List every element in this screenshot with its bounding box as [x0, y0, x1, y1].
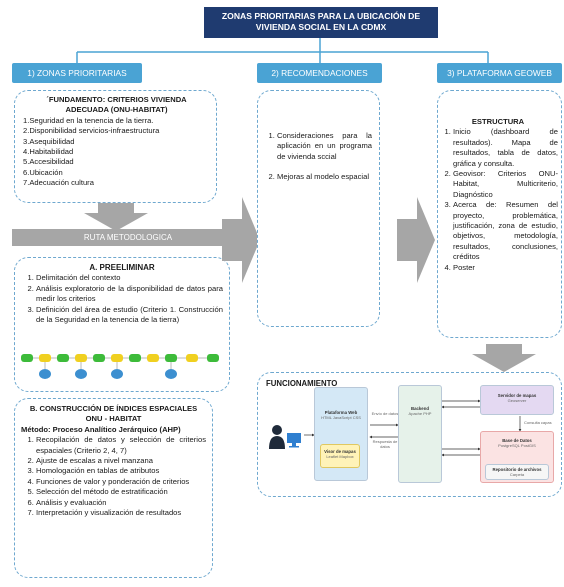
base-datos-label: Base de Datos — [502, 438, 532, 443]
estructura-item: Inicio (dashboard de resultados). Mapa d… — [453, 127, 558, 169]
servidor-mapas-box: Servidor de mapas Geoserver — [480, 385, 554, 415]
funcionamiento-title: FUNCIONAMIENTO — [266, 379, 338, 388]
down-arrow-icon — [472, 344, 536, 372]
recomendacion-item: Mejoras al modelo espacial — [277, 172, 372, 182]
backend-tech: Apache PHP — [408, 411, 432, 416]
down-arrow-icon — [84, 203, 148, 231]
ahp-flow-diagram — [21, 354, 219, 379]
construccion-item: Recopilación de datos y selección de cri… — [36, 435, 206, 456]
header-plataforma-geoweb: 3) PLATAFORMA GEOWEB — [437, 63, 562, 83]
construccion-title-1: B. CONSTRUCCIÓN DE ÍNDICES ESPACIALES — [29, 404, 198, 413]
construccion-item: Selección del método de estratificación — [36, 487, 206, 497]
label-consulta-capas: Consulta capas — [524, 420, 552, 425]
plataforma-web-box: Plataforma Web HTML JavaScript CSS Visor… — [314, 387, 368, 481]
label-respuesta-datos: Respuesta de datos — [372, 439, 398, 449]
fundamento-item: 5.Accesibilidad — [23, 157, 74, 167]
ruta-metodologica-bar: RUTA METODOLOGICA — [12, 229, 244, 246]
fundamento-item: 7.Adecuación cultura — [23, 178, 94, 188]
preeliminar-item: Definición del área de estudio (Criterio… — [36, 305, 223, 326]
header-recomendaciones: 2) RECOMENDACIONES — [257, 63, 382, 83]
title-line-2: VIVIENDA SOCIAL EN LA CDMX — [255, 22, 387, 32]
base-datos-tech: PostgreSQL PostGIS — [498, 443, 536, 448]
fundamento-item: 2.Disponibilidad servicios-infraestructu… — [23, 126, 160, 136]
construccion-item: Análisis y evaluación — [36, 498, 206, 508]
preeliminar-title: A. PREELIMINAR — [89, 263, 155, 272]
construccion-title-2: ONU - HABITAT — [85, 414, 142, 424]
recomendaciones-panel: Consideraciones para la aplicación en un… — [257, 90, 380, 327]
visor-mapas-box: Visor de mapas Leaflet Mapbox — [320, 444, 360, 468]
estructura-item: Acerca de: Resumen del proyecto, problem… — [453, 200, 558, 262]
visor-mapas-tech: Leaflet Mapbox — [326, 454, 354, 459]
construccion-method: Método: Proceso Analítico Jerárquico (AH… — [21, 424, 181, 434]
construccion-item: Ajuste de escalas a nivel manzana — [36, 456, 206, 466]
label-envio-datos: Envío de datos — [371, 411, 399, 416]
construccion-item: Homologación en tablas de atributos — [36, 466, 206, 476]
preeliminar-item: Análisis exploratorio de la disponibilid… — [36, 284, 223, 305]
construccion-item: Funciones de valor y ponderación de crit… — [36, 477, 206, 487]
page-title: ZONAS PRIORITARIAS PARA LA UBICACIÓN DE … — [204, 7, 438, 38]
header-zonas-prioritarias: 1) ZONAS PRIORITARIAS — [12, 63, 142, 83]
estructura-item: Poster — [453, 263, 558, 273]
right-arrow-icon — [397, 197, 435, 283]
estructura-panel: ESTRUCTURA Inicio (dashboard de resultad… — [437, 90, 562, 338]
repositorio-box: Repositorio de archivos Carpeta — [485, 464, 549, 480]
fundamento-item: 1.Seguridad en la tenencia de la tierra. — [23, 115, 154, 125]
preeliminar-item: Delimitación del contexto — [36, 273, 223, 283]
estructura-title: ESTRUCTURA — [471, 117, 525, 126]
fundamento-title-1: ´FUNDAMENTO: CRITERIOS VIVIENDA — [46, 95, 187, 104]
backend-box: Backend Apache PHP — [398, 385, 442, 483]
repositorio-tech: Carpeta — [509, 472, 525, 477]
fundamento-panel: ´FUNDAMENTO: CRITERIOS VIVIENDA ADECUADA… — [14, 90, 217, 203]
plataforma-web-tech: HTML JavaScript CSS — [321, 415, 361, 420]
fundamento-item: 3.Asequibilidad — [23, 136, 75, 146]
fundamento-item: 4.Habitabilidad — [23, 147, 74, 157]
recomendacion-item: Consideraciones para la aplicación en un… — [277, 131, 372, 162]
construccion-item: Interpretación y visualización de result… — [36, 508, 206, 518]
construccion-indices-panel: B. CONSTRUCCIÓN DE ÍNDICES ESPACIALES ON… — [14, 398, 213, 578]
title-line-1: ZONAS PRIORITARIAS PARA LA UBICACIÓN DE — [221, 11, 421, 21]
servidor-mapas-tech: Geoserver — [507, 398, 527, 403]
funcionamiento-panel: FUNCIONAMIENTO Envío de datos Respuesta … — [257, 372, 562, 497]
servidor-mapas-label: Servidor de mapas — [497, 393, 537, 398]
right-arrow-icon — [222, 197, 260, 283]
visor-mapas-label: Visor de mapas — [324, 449, 356, 454]
backend-label: Backend — [411, 406, 429, 411]
preeliminar-panel: A. PREELIMINAR Delimitación del contexto… — [14, 257, 230, 392]
estructura-item: Geovisor: Criterios ONU-Habitat, Multicr… — [453, 169, 558, 200]
funcionamiento-arrows — [304, 399, 522, 457]
base-datos-box: Base de Datos PostgreSQL PostGIS Reposit… — [480, 431, 554, 483]
user-computer-icon — [269, 425, 301, 449]
plataforma-web-label: Plataforma Web — [324, 410, 358, 415]
fundamento-title-2: ADECUADA (ONU-HABITAT) — [65, 105, 168, 115]
repositorio-label: Repositorio de archivos — [492, 467, 542, 472]
fundamento-item: 6.Ubicación — [23, 167, 63, 177]
